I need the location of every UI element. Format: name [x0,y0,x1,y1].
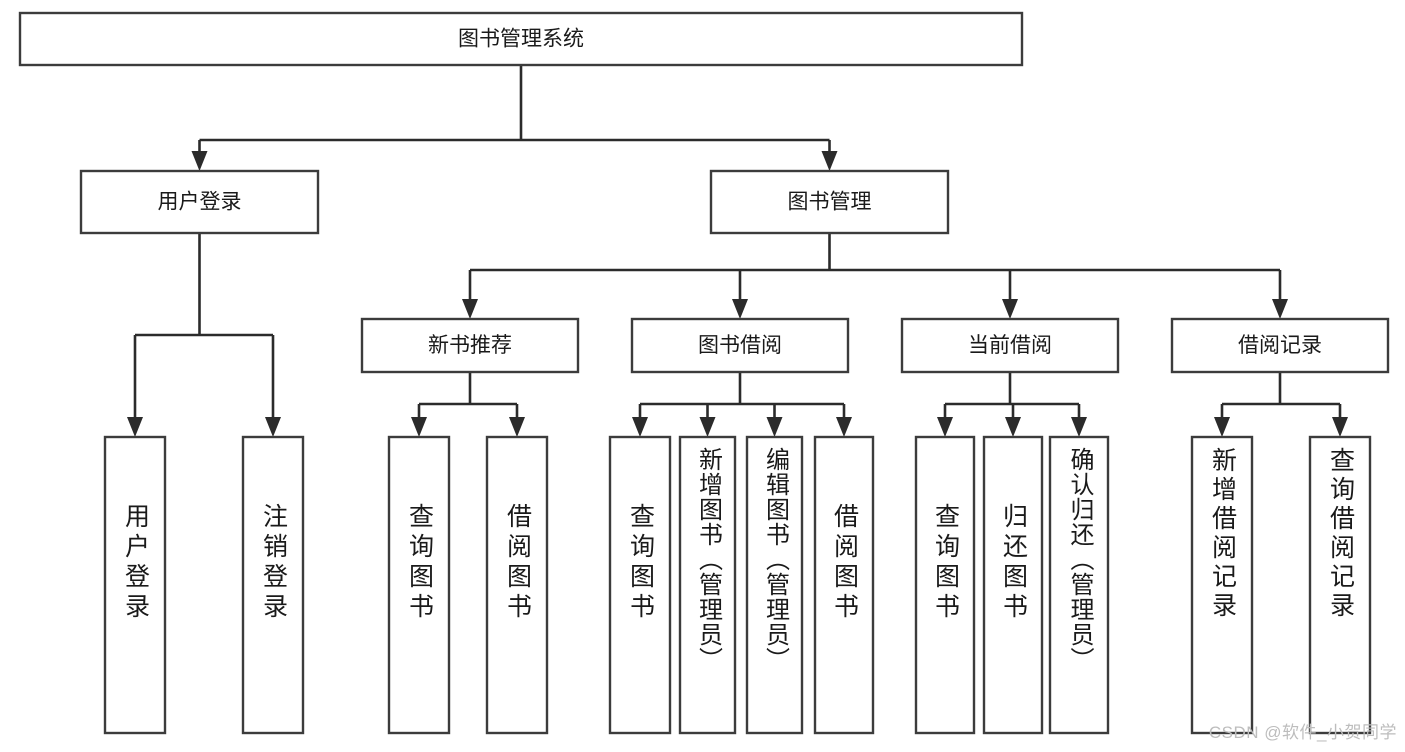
arrow-to-level3-1-head [732,299,748,319]
arrow-to-leaf-current-borrow-0-head [937,417,953,437]
connector-layer [127,65,1348,437]
arrow-to-level3-0-head [462,299,478,319]
level3-node-box-2 [900,317,1120,374]
level3-node-box-1 [630,317,850,374]
leaf-node-box-8 [914,435,976,735]
arrow-to-level2-1-head [821,151,838,171]
arrow-to-leaf-borrow-record-1-head [1332,417,1348,437]
arrow-to-leaf-borrow-record-0-head [1214,417,1230,437]
arrow-to-leaf-new-book-0-head [411,417,427,437]
leaf-node-box-3 [485,435,549,735]
arrow-to-leaf-book-borrow-3-head [836,417,852,437]
leaf-node-box-11 [1190,435,1254,735]
arrow-to-leaf-book-borrow-0-head [632,417,648,437]
arrow-to-leaf-new-book-1-head [509,417,525,437]
arrow-to-leaf-user-login-1-head [265,417,281,437]
arrow-to-leaf-user-login-0-head [127,417,143,437]
level2-node-box-1 [709,169,950,235]
leaf-node-box-10 [1048,435,1110,735]
leaf-node-box-5 [678,435,737,735]
leaf-node-box-4 [608,435,672,735]
leaf-node-box-9 [982,435,1044,735]
arrow-to-leaf-current-borrow-2-head [1071,417,1087,437]
level3-node-label-1: 图书借阅 [698,334,782,357]
level3-node-box-0 [360,317,580,374]
arrow-to-leaf-book-borrow-1-head [699,417,716,437]
level2-node-label-0: 用户登录 [158,191,242,214]
leaf-node-box-12 [1308,435,1372,735]
box-layer [18,11,1390,735]
root-node-box [18,11,1024,67]
level3-node-label-2: 当前借阅 [968,334,1052,357]
level3-node-label-3: 借阅记录 [1238,334,1322,357]
leaf-node-box-1 [241,435,305,735]
arrow-to-level2-0-head [191,151,208,171]
arrow-to-leaf-book-borrow-2-head [766,417,783,437]
level3-node-label-0: 新书推荐 [428,334,512,357]
level2-node-box-0 [79,169,320,235]
root-node-label: 图书管理系统 [458,28,584,51]
arrow-to-leaf-current-borrow-1-head [1005,417,1021,437]
leaf-node-box-2 [387,435,451,735]
leaf-node-box-0 [103,435,167,735]
level3-node-box-3 [1170,317,1390,374]
leaf-node-box-6 [745,435,804,735]
watermark: CSDN @软件_小贺同学 [1208,723,1397,742]
level2-node-label-1: 图书管理 [788,191,872,214]
leaf-node-box-7 [813,435,875,735]
arrow-to-level3-3-head [1272,299,1288,319]
arrow-to-level3-2-head [1002,299,1018,319]
